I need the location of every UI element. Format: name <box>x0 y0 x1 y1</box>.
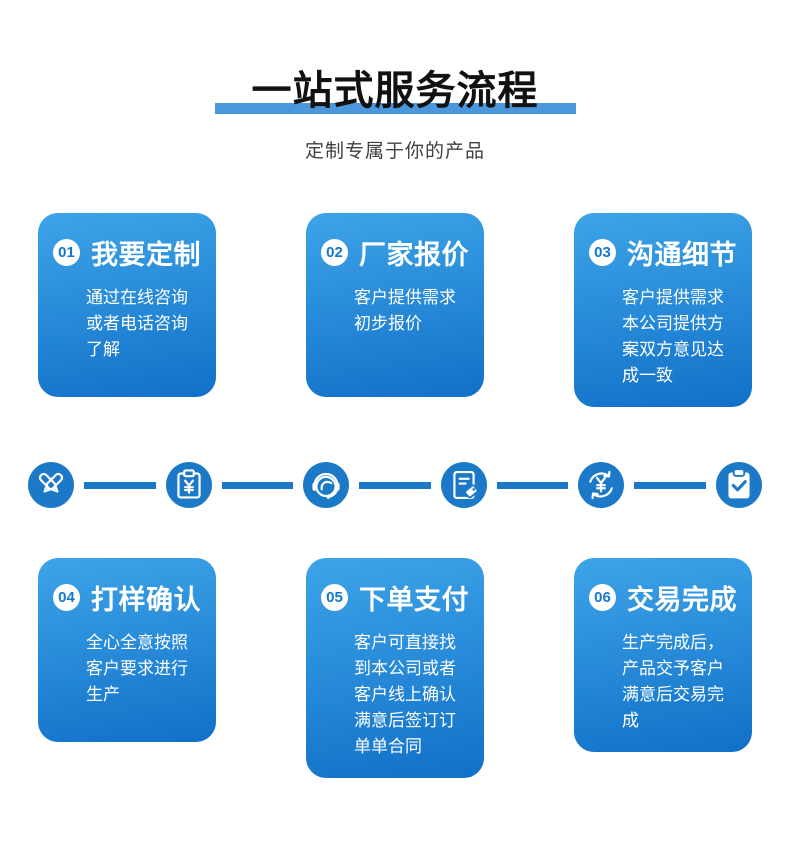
step-card-4: 04 打样确认 全心全意按照客户要求进行生产 <box>38 558 216 742</box>
step-description: 通过在线咨询或者电话咨询了解 <box>86 288 188 359</box>
title-underline-bar <box>214 103 576 114</box>
design-pens-icon <box>28 462 74 508</box>
step-number-badge: 06 <box>589 584 616 611</box>
step-card-head: 02 厂家报价 <box>321 233 474 272</box>
step-card-head: 03 沟通细节 <box>589 233 742 272</box>
step-title: 交易完成 <box>627 585 737 615</box>
header: 一站式服务流程 定制专属于你的产品 <box>0 0 790 163</box>
step-card-head: 01 我要定制 <box>53 233 206 272</box>
step-card-head: 05 下单支付 <box>321 578 474 617</box>
step-description: 生产完成后，产品交予客户满意后交易完成 <box>622 633 724 730</box>
page-subtitle: 定制专属于你的产品 <box>304 141 485 162</box>
steps-row-1: 01 我要定制 通过在线咨询或者电话咨询了解 02 厂家报价 客户提供需求初步报… <box>0 213 790 407</box>
step-number-badge: 01 <box>53 239 80 266</box>
price-quote-icon <box>165 462 212 508</box>
flow-connector <box>359 481 431 489</box>
flow-connector <box>496 481 569 489</box>
step-number-badge: 02 <box>321 239 348 266</box>
step-title: 打样确认 <box>91 585 201 615</box>
step-number-badge: 04 <box>53 584 80 611</box>
flow-connector <box>84 481 156 489</box>
step-title: 下单支付 <box>359 585 469 615</box>
step-description: 客户可直接找到本公司或者客户线上确认满意后签订订单单合同 <box>354 633 456 756</box>
step-card-1: 01 我要定制 通过在线咨询或者电话咨询了解 <box>38 213 216 397</box>
step-description: 客户提供需求本公司提供方案双方意见达成一致 <box>622 288 724 385</box>
flow-connector <box>221 481 294 489</box>
step-title: 厂家报价 <box>359 240 469 270</box>
complete-check-icon <box>715 462 762 508</box>
step-number-badge: 03 <box>589 239 616 266</box>
step-card-6: 06 交易完成 生产完成后，产品交予客户满意后交易完成 <box>574 558 752 752</box>
step-card-3: 03 沟通细节 客户提供需求本公司提供方案双方意见达成一致 <box>574 213 752 407</box>
steps-row-2: 04 打样确认 全心全意按照客户要求进行生产 05 下单支付 客户可直接找到本公… <box>0 558 790 778</box>
step-card-head: 04 打样确认 <box>53 578 206 617</box>
step-card-2: 02 厂家报价 客户提供需求初步报价 <box>306 213 484 397</box>
flow-icon-row <box>0 462 790 508</box>
customer-service-icon <box>303 462 350 508</box>
step-description: 全心全意按照客户要求进行生产 <box>86 633 188 704</box>
payment-cycle-icon <box>578 462 625 508</box>
step-card-5: 05 下单支付 客户可直接找到本公司或者客户线上确认满意后签订订单单合同 <box>306 558 484 778</box>
page-title: 一站式服务流程 <box>251 69 539 113</box>
step-number-badge: 05 <box>321 584 348 611</box>
step-title: 沟通细节 <box>627 240 737 270</box>
step-card-head: 06 交易完成 <box>589 578 742 617</box>
flow-connector <box>634 481 706 489</box>
title-block: 一站式服务流程 <box>214 66 576 116</box>
sample-tag-icon <box>440 462 487 508</box>
step-description: 客户提供需求初步报价 <box>354 288 456 333</box>
step-title: 我要定制 <box>91 240 201 270</box>
